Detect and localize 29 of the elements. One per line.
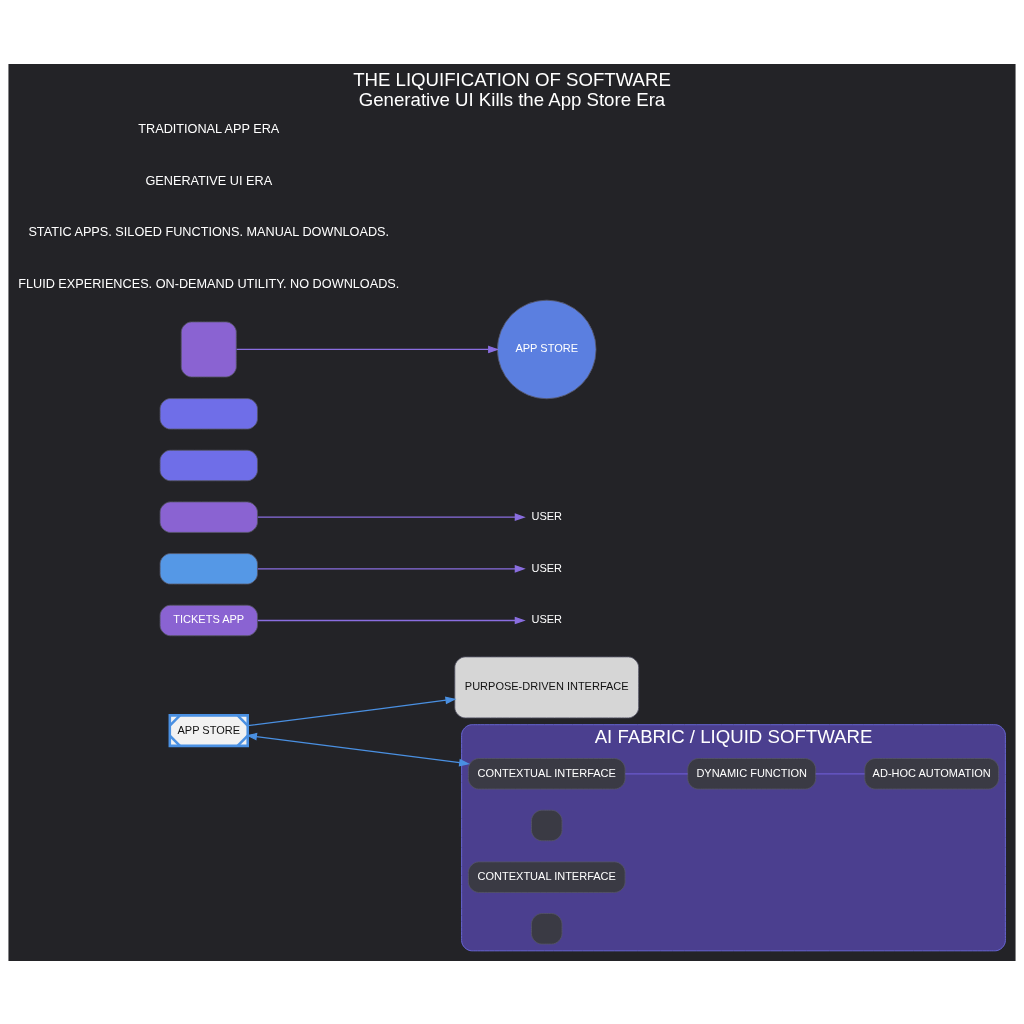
arrow <box>235 345 500 353</box>
node-box <box>180 321 237 377</box>
node-box: DYNAMIC FUNCTION <box>687 757 817 789</box>
node-box: PURPOSE-DRIVEN INTERFACE <box>454 656 640 718</box>
label: STATIC APPS. SILOED FUNCTIONS. MANUAL DOWNLOADS. <box>28 224 390 239</box>
connector <box>624 772 689 774</box>
arrow <box>247 696 457 726</box>
label: FLUID EXPERIENCES. ON-DEMAND UTILITY. NO DOWNLOADS. <box>18 276 400 291</box>
node-box: CONTEXTUAL INTERFACE <box>467 860 626 893</box>
arrow <box>257 564 526 573</box>
node-box: TICKETS APP <box>159 604 258 636</box>
node-box: AD-HOC AUTOMATION <box>864 757 1000 789</box>
node-box <box>531 809 563 841</box>
node-circle: APP STORE <box>497 299 597 399</box>
diagram-title: THE LIQUIFICATION OF SOFTWARE <box>353 68 671 90</box>
node-box <box>159 552 258 584</box>
node-text: USER <box>531 509 563 522</box>
node-text: USER <box>531 561 563 574</box>
arrow <box>257 616 526 624</box>
arrow <box>257 512 526 521</box>
node-box <box>531 912 563 944</box>
connector <box>815 772 866 774</box>
node-box <box>159 397 258 429</box>
node-box <box>159 449 258 481</box>
node-text: USER <box>531 612 563 625</box>
node-box <box>159 501 258 533</box>
node-box: CONTEXTUAL INTERFACE <box>467 757 626 789</box>
label: TRADITIONAL APP ERA <box>138 121 280 136</box>
label: GENERATIVE UI ERA <box>145 173 273 188</box>
